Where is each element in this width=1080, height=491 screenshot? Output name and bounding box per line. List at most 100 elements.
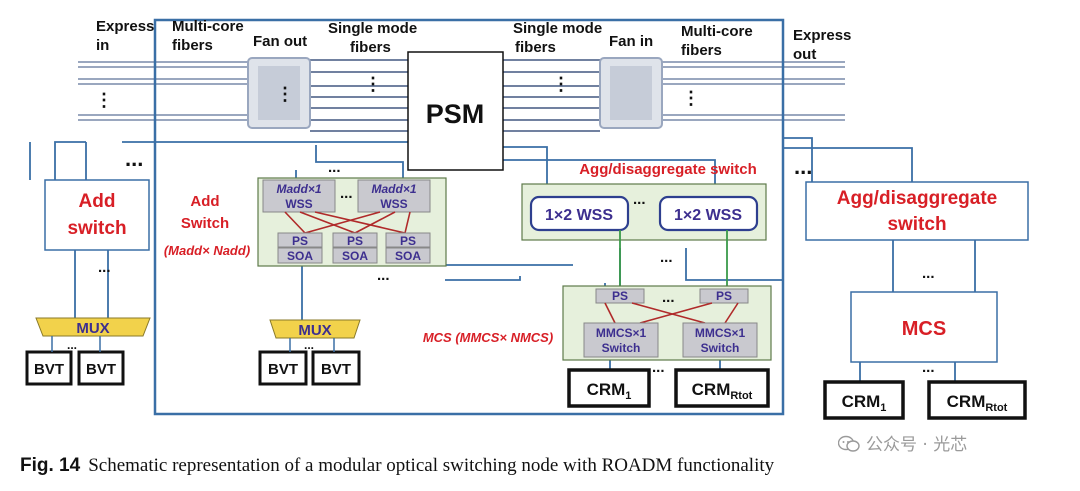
crm1-outer-label: CRM1 <box>842 392 887 414</box>
mcs-ps-1 <box>595 288 645 304</box>
express-out-label-1: Express <box>793 27 851 44</box>
madd-wss-1 <box>262 179 336 213</box>
agg-switch-box <box>805 181 1029 241</box>
psm-label: PSM <box>426 99 485 129</box>
madd-wss-2-line1: Madd×1 <box>371 182 416 196</box>
crm-main: CRM <box>947 392 986 411</box>
wechat-icon <box>838 435 860 452</box>
crm-rtot-inner <box>674 368 770 408</box>
mux-left-label: MUX <box>76 320 109 337</box>
ellipsis-mcs-ps: ... <box>662 289 675 306</box>
mcs-crossconnects <box>604 302 739 324</box>
mux-left <box>35 317 151 337</box>
crm1-inner <box>567 368 651 408</box>
watermark: 公众号 · 光芯 <box>838 430 967 455</box>
bvt-center-1 <box>258 350 308 386</box>
watermark-text: 公众号 · 光芯 <box>866 435 968 455</box>
mmcs-switch-2-line1: MMCS×1 <box>695 326 746 340</box>
wss-1x2-2 <box>658 195 759 232</box>
mcs-ps-1-label: PS <box>612 289 628 303</box>
inner-add-switch-label-2: Switch <box>181 215 229 232</box>
ellipsis-add-bottom: ... <box>98 259 111 276</box>
agg-switch-label-2: switch <box>887 214 946 235</box>
ps-label-2: PS <box>347 234 363 248</box>
bvt-left-1 <box>25 350 73 386</box>
inner-add-switch-label-1: Add <box>190 193 219 210</box>
crm-main: CRM <box>692 380 731 399</box>
node-boundary <box>153 18 785 416</box>
agg-switch-label-1: Agg/disaggregate <box>837 188 997 209</box>
add-switch-label-1: Add <box>79 191 116 212</box>
crm-sub: Rtot <box>985 402 1007 414</box>
multicore-left-label-2: fibers <box>172 37 213 54</box>
mcs-box <box>850 291 998 363</box>
soa-label-1: SOA <box>287 249 313 263</box>
agg-mcs-links <box>619 230 728 289</box>
express-in-label-1: Express <box>96 18 154 35</box>
crm-main: CRM <box>842 392 881 411</box>
mmcs-switch-1-line2: Switch <box>602 341 641 355</box>
soa-label-2: SOA <box>342 249 368 263</box>
express-fibers <box>78 61 845 121</box>
wss-1x2-1 <box>529 195 630 232</box>
crm-sub: Rtot <box>730 390 752 402</box>
ellipsis-bvt-left: ... <box>67 338 77 352</box>
psm-box <box>407 51 504 171</box>
fan-out-device <box>247 57 311 129</box>
ellipsis-mux-center: ... <box>304 338 314 352</box>
fan-out-label: Fan out <box>253 33 307 50</box>
express-in-label-2: in <box>96 37 109 54</box>
ellipsis-agg-inner: ... <box>633 191 646 208</box>
ellipsis-marks: ... ... ... ... ... ... ... ... ... ... … <box>67 74 935 376</box>
ps-label-1: PS <box>292 234 308 248</box>
add-switch-box <box>44 179 150 251</box>
mux-center-label: MUX <box>298 322 331 339</box>
express-out-label-2: out <box>793 46 816 63</box>
mmcs-switch-1 <box>583 322 659 358</box>
vdots-fan-out: ⋮ <box>276 84 294 104</box>
mmcs-switch-1-line1: MMCS×1 <box>596 326 647 340</box>
single-mode-left-label-2: fibers <box>350 39 391 56</box>
bvt-left-2-label: BVT <box>86 361 116 378</box>
crm-rtot-outer <box>927 380 1027 420</box>
single-mode-right-label-1: Single mode <box>513 20 602 37</box>
mmcs-switch-2 <box>682 322 758 358</box>
madd-wss-1-line2: WSS <box>285 197 312 211</box>
caption-text: Schematic representation of a modular op… <box>88 455 775 476</box>
mcs-box-label: MCS <box>902 318 946 340</box>
vdots-single-left: ⋮ <box>364 74 382 94</box>
crm1-outer <box>823 380 905 420</box>
crm1-inner-label: CRM1 <box>587 380 632 402</box>
madd-wss-2-line2: WSS <box>380 197 407 211</box>
ellipsis-fiber-top: ... <box>328 159 341 176</box>
bvt-left-2 <box>77 350 125 386</box>
bvt-left-1-label: BVT <box>34 361 64 378</box>
ps-label-3: PS <box>400 234 416 248</box>
crm-rtot-inner-label: CRMRtot <box>692 380 753 402</box>
mmcs-switch-2-line2: Switch <box>701 341 740 355</box>
soa-label-3: SOA <box>395 249 421 263</box>
ellipsis-crm-inner: ... <box>652 359 665 376</box>
crm-sub: 1 <box>625 390 631 402</box>
vdots-fan-in: ⋮ <box>682 88 700 108</box>
ps-soa-group <box>277 232 431 264</box>
multicore-right-label-1: Multi-core <box>681 23 753 40</box>
wss-1x2-1-label: 1×2 WSS <box>545 207 613 224</box>
multicore-left-label-1: Multi-core <box>172 18 244 35</box>
connection-lines <box>29 137 976 382</box>
bvt-center-2-label: BVT <box>321 361 351 378</box>
add-crossconnects <box>284 211 411 234</box>
single-mode-fibers <box>310 59 600 132</box>
madd-wss-1-line1: Madd×1 <box>276 182 321 196</box>
inner-add-switch-dim: (Madd× Nadd) <box>164 243 250 258</box>
bvt-center-2 <box>311 350 361 386</box>
fan-in-device <box>599 57 663 129</box>
wss-1x2-2-label: 1×2 WSS <box>674 207 742 224</box>
fan-in-label: Fan in <box>609 33 653 50</box>
mcs-ps-2 <box>699 288 749 304</box>
crm-rtot-outer-label: CRMRtot <box>947 392 1008 414</box>
ellipsis-add-inner-bottom: ... <box>377 267 390 284</box>
madd-wss-2 <box>357 179 431 213</box>
